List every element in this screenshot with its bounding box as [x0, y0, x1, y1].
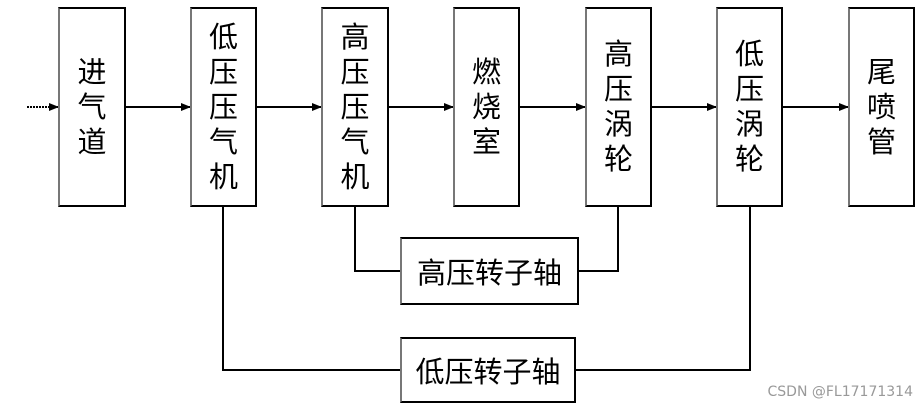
watermark: CSDN @FL17171314: [767, 384, 913, 400]
lp-shaft-box: 低压转子轴: [400, 337, 576, 403]
hp-compressor-label: 高压压气机: [340, 19, 370, 194]
lp-shaft-link: [575, 206, 751, 371]
lp-turbine-box: 低压涡轮: [716, 7, 783, 207]
lp-compressor-label: 低压压气机: [208, 19, 238, 194]
nozzle-box: 尾喷管: [848, 7, 915, 207]
hp-compressor-box: 高压压气机: [321, 7, 389, 207]
lp-turbine-label: 低压涡轮: [734, 37, 764, 176]
hp-shaft-link: [354, 206, 401, 272]
lp-shaft-label: 低压转子轴: [415, 355, 561, 389]
combustor-box: 燃烧室: [453, 7, 520, 207]
lp-compressor-box: 低压压气机: [190, 7, 257, 207]
hp-shaft-link: [578, 206, 619, 272]
hp-turbine-label: 高压涡轮: [603, 37, 633, 176]
combustor-label: 燃烧室: [471, 54, 501, 159]
inlet-box: 进气道: [58, 7, 126, 207]
hp-turbine-box: 高压涡轮: [585, 7, 652, 207]
inlet-label: 进气道: [77, 54, 107, 159]
lp-shaft-link: [222, 206, 401, 371]
nozzle-label: 尾喷管: [866, 54, 896, 159]
hp-shaft-box: 高压转子轴: [400, 237, 579, 305]
hp-shaft-label: 高压转子轴: [416, 256, 562, 290]
